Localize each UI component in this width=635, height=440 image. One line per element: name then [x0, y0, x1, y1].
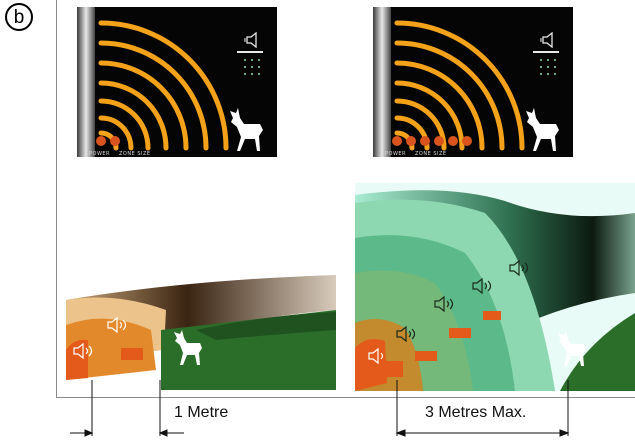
speaker-icon — [244, 32, 257, 48]
dimension-label-small: 1 Metre — [174, 404, 229, 421]
dimension-lines — [70, 380, 570, 437]
dog-icon — [230, 108, 263, 151]
device-panel-right: POWER ZONE SIZE — [373, 7, 573, 157]
device-panel-left: POWER ZONE SIZE — [77, 7, 277, 157]
dog-icon — [174, 330, 202, 365]
figure-frame — [56, 0, 635, 398]
scene-small-zone — [66, 275, 336, 390]
zone-size-label: ZONE SIZE — [119, 151, 151, 157]
dimension-label-large: 3 Metres Max. — [425, 404, 527, 421]
zone-size-label: ZONE SIZE — [415, 151, 447, 157]
indicator-bar — [237, 51, 263, 53]
scene-large-zone — [355, 183, 635, 391]
dog-icon — [526, 108, 559, 151]
panel-label-b: b — [5, 3, 33, 31]
power-label: POWER — [385, 151, 407, 157]
led-grid-icon — [244, 59, 260, 75]
led-grid-icon — [540, 59, 556, 75]
panel-letter: b — [13, 6, 25, 28]
dog-icon — [558, 331, 586, 366]
zone-arcs-left — [77, 7, 229, 157]
speaker-icon — [540, 32, 553, 48]
indicator-bar — [533, 51, 559, 53]
power-label: POWER — [89, 151, 111, 157]
zone-arcs-right — [373, 7, 525, 157]
